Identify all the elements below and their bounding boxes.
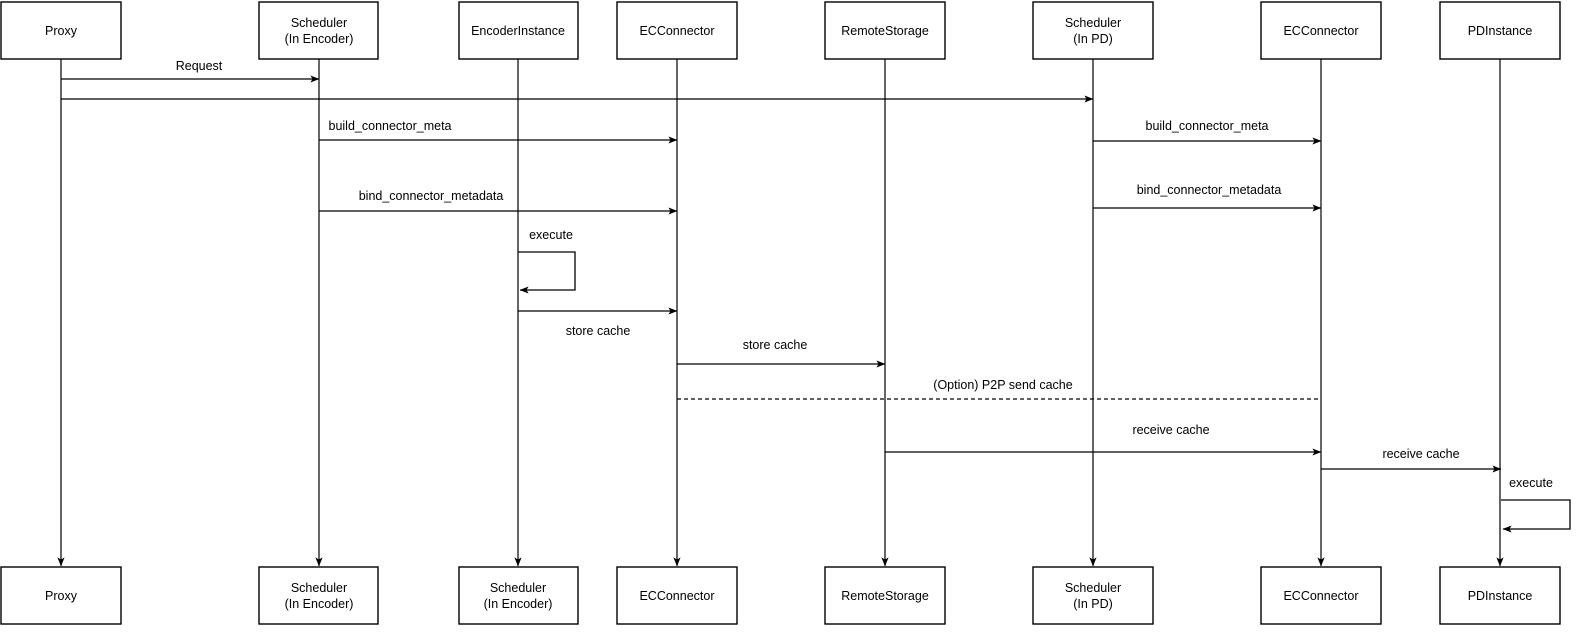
- participant-footer-ec_conn_enc[interactable]: ECConnector: [616, 566, 738, 625]
- participant-label-line2: (In PD): [1073, 32, 1113, 46]
- message-label: store cache: [566, 324, 631, 338]
- participant-header-sched_enc[interactable]: Scheduler (In Encoder): [258, 1, 379, 60]
- participant-label-line1: ECConnector: [1283, 589, 1358, 603]
- self-message-s2[interactable]: execute: [1501, 476, 1571, 533]
- participant-label-line2: (In PD): [1073, 597, 1113, 611]
- participant-header-ec_conn_enc[interactable]: ECConnector: [616, 1, 738, 60]
- participant-label-line1: Scheduler: [291, 16, 347, 30]
- message-m5[interactable]: bind_connector_metadata: [319, 189, 678, 215]
- participant-box-rect: [1032, 1, 1154, 60]
- participant-label-line1: Scheduler: [291, 581, 347, 595]
- self-message-label: execute: [529, 228, 573, 242]
- participant-label-line2: (In Encoder): [484, 597, 553, 611]
- participant-box-rect: [824, 566, 946, 625]
- participant-box-rect: [1439, 1, 1561, 60]
- message-m10[interactable]: receive cache: [885, 423, 1322, 456]
- participant-footer-sched_pd[interactable]: Scheduler (In PD): [1032, 566, 1154, 625]
- participant-box-rect: [1260, 566, 1382, 625]
- participant-label-line1: Scheduler: [1065, 581, 1121, 595]
- participant-box-rect: [1032, 566, 1154, 625]
- participant-label-line1: PDInstance: [1468, 589, 1533, 603]
- participant-box-rect: [258, 566, 379, 625]
- participant-box-rect: [1439, 566, 1561, 625]
- header-participant-boxes: Proxy Scheduler (In Encoder) EncoderInstanc…: [0, 1, 1561, 60]
- participant-label-line2: (In Encoder): [285, 32, 354, 46]
- participant-box-rect: [1260, 1, 1382, 60]
- participant-label-line1: Proxy: [45, 24, 78, 38]
- participant-box-rect: [616, 1, 738, 60]
- participant-label-line1: ECConnector: [1283, 24, 1358, 38]
- participant-footer-sched_enc[interactable]: Scheduler (In Encoder): [258, 566, 379, 625]
- participant-label-line1: Scheduler: [1065, 16, 1121, 30]
- participant-header-sched_pd[interactable]: Scheduler (In PD): [1032, 1, 1154, 60]
- participant-box-rect: [616, 566, 738, 625]
- message-m8[interactable]: store cache: [677, 338, 886, 368]
- message-m6[interactable]: bind_connector_metadata: [1093, 183, 1322, 212]
- message-m1[interactable]: Request: [61, 59, 320, 83]
- participant-label-line1: EncoderInstance: [471, 24, 565, 38]
- footer-participant-boxes: Proxy Scheduler (In Encoder) Scheduler (In E…: [0, 566, 1561, 625]
- participant-label-line1: ECConnector: [639, 589, 714, 603]
- self-message-path: [1501, 499, 1571, 533]
- participant-footer-remote_store[interactable]: RemoteStorage: [824, 566, 946, 625]
- message-m9[interactable]: (Option) P2P send cache: [677, 378, 1321, 400]
- message-label: receive cache: [1132, 423, 1209, 437]
- participant-box-rect: [458, 1, 579, 60]
- message-label: build_connector_meta: [329, 119, 452, 133]
- self-message-path: [518, 251, 576, 294]
- message-m3[interactable]: build_connector_meta: [319, 119, 678, 144]
- participant-header-pd_inst[interactable]: PDInstance: [1439, 1, 1561, 60]
- message-m7[interactable]: store cache: [518, 307, 678, 338]
- message-m11[interactable]: receive cache: [1321, 447, 1502, 473]
- self-messages-layer: execute execute: [518, 228, 1571, 533]
- message-label: (Option) P2P send cache: [933, 378, 1072, 392]
- message-label: store cache: [743, 338, 808, 352]
- message-label: bind_connector_metadata: [1137, 183, 1282, 197]
- participant-label-line2: (In Encoder): [285, 597, 354, 611]
- participant-label-line1: PDInstance: [1468, 24, 1533, 38]
- participant-label-line1: Proxy: [45, 589, 78, 603]
- participant-box-rect: [258, 1, 379, 60]
- participant-box-rect: [824, 1, 946, 60]
- participant-label-line1: RemoteStorage: [841, 589, 929, 603]
- lifelines-layer: [57, 59, 1504, 567]
- participant-label-line1: ECConnector: [639, 24, 714, 38]
- participant-label-line1: Scheduler: [490, 581, 546, 595]
- participant-footer-ec_conn_pd[interactable]: ECConnector: [1260, 566, 1382, 625]
- participant-footer-encoder_inst[interactable]: Scheduler (In Encoder): [458, 566, 579, 625]
- participant-box-rect: [458, 566, 579, 625]
- participant-header-encoder_inst[interactable]: EncoderInstance: [458, 1, 579, 60]
- message-label: build_connector_meta: [1146, 119, 1269, 133]
- participant-footer-pd_inst[interactable]: PDInstance: [1439, 566, 1561, 625]
- participant-box-rect: [0, 566, 122, 625]
- self-message-s1[interactable]: execute: [518, 228, 576, 294]
- participant-label-line1: RemoteStorage: [841, 24, 929, 38]
- self-message-label: execute: [1509, 476, 1553, 490]
- participant-header-ec_conn_pd[interactable]: ECConnector: [1260, 1, 1382, 60]
- participant-footer-proxy[interactable]: Proxy: [0, 566, 122, 625]
- participant-header-remote_store[interactable]: RemoteStorage: [824, 1, 946, 60]
- message-label: Request: [176, 59, 223, 73]
- message-m4[interactable]: build_connector_meta: [1093, 119, 1322, 145]
- message-label: receive cache: [1382, 447, 1459, 461]
- participant-header-proxy[interactable]: Proxy: [0, 1, 122, 60]
- message-label: bind_connector_metadata: [359, 189, 504, 203]
- participant-box-rect: [0, 1, 122, 60]
- messages-layer: Request build_connector_meta build_connect…: [61, 59, 1502, 473]
